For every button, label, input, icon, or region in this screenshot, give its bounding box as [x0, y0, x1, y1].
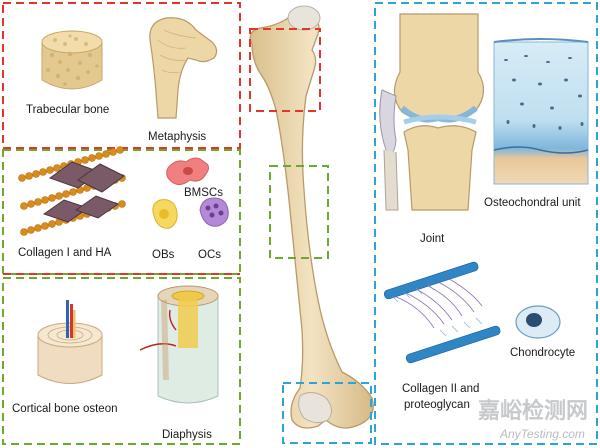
- metaphysis-illustration: [150, 18, 217, 118]
- collagen2-label-line2: proteoglycan: [404, 399, 470, 411]
- osteoblast-illustration: [153, 200, 177, 229]
- watermark-cn: 嘉峪检测网: [478, 398, 588, 424]
- ocs-label: OCs: [198, 249, 221, 261]
- watermark-en: AnyTesting.com: [499, 427, 585, 441]
- osteoclast-illustration: [200, 198, 228, 226]
- diaphysis-illustration: [140, 286, 218, 403]
- metaphysis-frame: [3, 3, 240, 148]
- femur-illustration: [250, 6, 373, 428]
- osteochondral-illustration: [494, 39, 588, 184]
- obs-label: OBs: [152, 249, 175, 261]
- trabecular-bone-illustration: [42, 31, 102, 89]
- collagen-ha-label: Collagen I and HA: [18, 247, 112, 259]
- chondrocyte-label: Chondrocyte: [510, 347, 575, 359]
- knee-joint-illustration: [380, 14, 484, 210]
- collagen2-proteoglycan-illustration: [383, 261, 501, 364]
- joint-label: Joint: [420, 233, 445, 245]
- osteochondral-label: Osteochondral unit: [484, 197, 581, 209]
- trabecular-bone-label: Trabecular bone: [26, 104, 109, 116]
- chondrocyte-illustration: [516, 306, 560, 338]
- metaphysis-label: Metaphysis: [148, 131, 206, 143]
- diaphysis-label: Diaphysis: [162, 429, 212, 441]
- bmscs-label: BMSCs: [184, 187, 223, 199]
- collagen-ha-illustration: [19, 147, 126, 236]
- collagen2-label-line1: Collagen II and: [402, 383, 479, 395]
- osteon-illustration: [38, 300, 102, 384]
- osteon-label: Cortical bone osteon: [12, 403, 117, 415]
- bmsc-cell-illustration: [167, 158, 209, 185]
